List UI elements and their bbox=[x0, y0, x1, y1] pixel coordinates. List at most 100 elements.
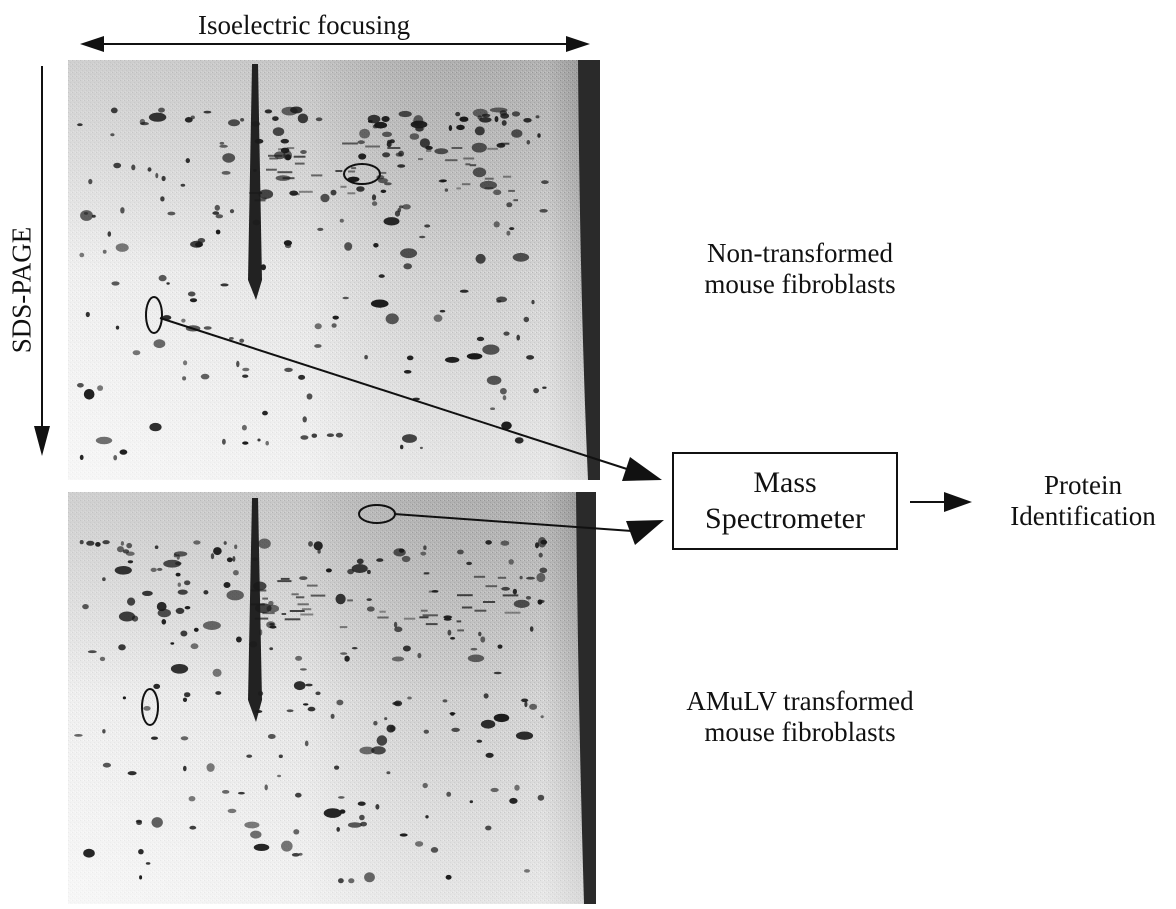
gel-bottom-spot bbox=[264, 784, 268, 791]
gel-bottom-spot bbox=[202, 621, 221, 630]
gel-bottom-band bbox=[422, 614, 438, 617]
gel-top-spot bbox=[356, 186, 365, 192]
gel-top-spot bbox=[187, 291, 196, 297]
gel-bottom-spot bbox=[509, 797, 518, 804]
gel-bottom-spot bbox=[86, 540, 95, 546]
gel-top-spot bbox=[330, 189, 337, 196]
gel-top-spot bbox=[382, 152, 391, 158]
gel-top-spot bbox=[102, 249, 107, 254]
gel-top-spot bbox=[378, 274, 385, 278]
gel-bottom-spot bbox=[325, 568, 332, 573]
gel-top-spot bbox=[374, 121, 388, 129]
gel-bottom-spot bbox=[451, 727, 460, 733]
gel-top-band bbox=[351, 167, 356, 170]
gel-top-spot bbox=[531, 299, 535, 305]
gel-bottom-band bbox=[423, 572, 429, 575]
gel-bottom-spot bbox=[253, 581, 267, 591]
gel-top-band bbox=[269, 157, 279, 160]
gel-bottom-band bbox=[277, 580, 292, 583]
gel-bottom-spot bbox=[102, 540, 110, 545]
gel-top-spot bbox=[523, 316, 530, 323]
gel-bottom-band bbox=[379, 610, 386, 613]
gel-top-edge bbox=[578, 60, 600, 480]
gel-bottom-band bbox=[403, 617, 416, 620]
gel-bottom-spot bbox=[269, 647, 274, 651]
gel-top-spot bbox=[479, 180, 497, 190]
gel-bottom-spot bbox=[336, 699, 344, 706]
gel-bottom-spot bbox=[161, 619, 167, 625]
gel-top-spot bbox=[272, 127, 285, 136]
gel-bottom-spot bbox=[138, 849, 144, 855]
gel-bottom bbox=[68, 492, 596, 904]
gel-bottom-band bbox=[461, 606, 473, 609]
gel-top-spot bbox=[475, 253, 486, 264]
gel-bottom-spot bbox=[330, 713, 335, 719]
gel-bottom-spot bbox=[446, 791, 452, 797]
gel-bottom-spot bbox=[118, 644, 126, 651]
gel-bottom-spot bbox=[376, 735, 388, 746]
gel-top-spot bbox=[511, 129, 523, 138]
gel-bottom-spot bbox=[393, 621, 398, 628]
gel-top-spot bbox=[373, 243, 379, 248]
gel-bottom-band bbox=[497, 576, 507, 579]
gel-top-band bbox=[378, 171, 387, 174]
gel-bottom-band bbox=[295, 596, 305, 599]
gel-top-spot bbox=[476, 336, 485, 342]
gel-bottom-spot bbox=[323, 808, 342, 818]
gel-top-spot bbox=[254, 138, 264, 144]
gel-top-spot bbox=[455, 111, 461, 117]
gel-bottom-spot bbox=[182, 697, 188, 702]
gel-bottom-spot bbox=[193, 627, 199, 632]
gel-top-spot bbox=[448, 125, 453, 131]
gel-bottom-spot bbox=[95, 542, 101, 547]
gel-top-spot bbox=[500, 388, 507, 395]
gel-top-spots bbox=[77, 106, 549, 461]
gel-top-spot bbox=[167, 211, 176, 216]
gel-bottom-spot bbox=[190, 643, 199, 650]
gel-top-spot bbox=[339, 218, 344, 223]
gel-top-spot bbox=[494, 116, 499, 123]
gel-top-spot bbox=[415, 126, 424, 132]
gel-top-spot bbox=[326, 433, 334, 438]
gel-bottom-spot bbox=[87, 650, 97, 654]
gel-bottom-spot bbox=[238, 791, 245, 795]
gel-top-spot bbox=[371, 201, 378, 206]
isoelectric-focusing-label: Isoelectric focusing bbox=[198, 10, 411, 40]
gel-top-spot bbox=[535, 115, 540, 119]
gel-top-band bbox=[484, 177, 494, 180]
gel-bottom-spot bbox=[537, 794, 545, 801]
gel-top-spot bbox=[111, 281, 120, 286]
gel-bottom-spot bbox=[203, 590, 209, 595]
gel-top-spot bbox=[471, 142, 487, 153]
gel-bottom-spot bbox=[223, 541, 227, 545]
gel-bottom-spot bbox=[313, 541, 323, 551]
gel-bottom-spot bbox=[74, 734, 83, 737]
gel-top-spot bbox=[438, 179, 446, 183]
gel-bottom-spot bbox=[386, 771, 391, 775]
gel-bottom-spot bbox=[478, 631, 482, 637]
gel-top-spot bbox=[537, 133, 541, 138]
gel-bottom-spot bbox=[139, 875, 143, 880]
gel-top-band bbox=[282, 177, 295, 180]
gel-top-spot bbox=[214, 204, 220, 211]
gel-bottom-spot bbox=[153, 683, 161, 690]
gel-top-spot bbox=[80, 210, 93, 221]
gel-bottom-spot bbox=[143, 706, 151, 711]
gel-bottom-spot bbox=[483, 693, 489, 699]
gel-top-spot bbox=[203, 110, 212, 114]
gel-top-spot bbox=[110, 133, 115, 137]
gel-top-spot bbox=[280, 138, 289, 144]
gel-bottom-edge bbox=[576, 492, 596, 904]
gel-top-spot bbox=[113, 162, 122, 169]
gel-top-spot bbox=[236, 360, 240, 368]
gel-bottom-band bbox=[483, 601, 496, 603]
gel-bottom-spot bbox=[177, 582, 181, 587]
gel-top-spot bbox=[378, 178, 388, 184]
gel-top-spot bbox=[382, 131, 392, 137]
gel-bottom-spot bbox=[175, 572, 181, 577]
gel-bottom-spot bbox=[268, 600, 274, 606]
circled-spot-bottom-left bbox=[141, 688, 159, 726]
gel-top-spot bbox=[542, 386, 547, 389]
gel-top-band bbox=[387, 147, 401, 149]
gel-bottom-spot bbox=[266, 621, 276, 629]
